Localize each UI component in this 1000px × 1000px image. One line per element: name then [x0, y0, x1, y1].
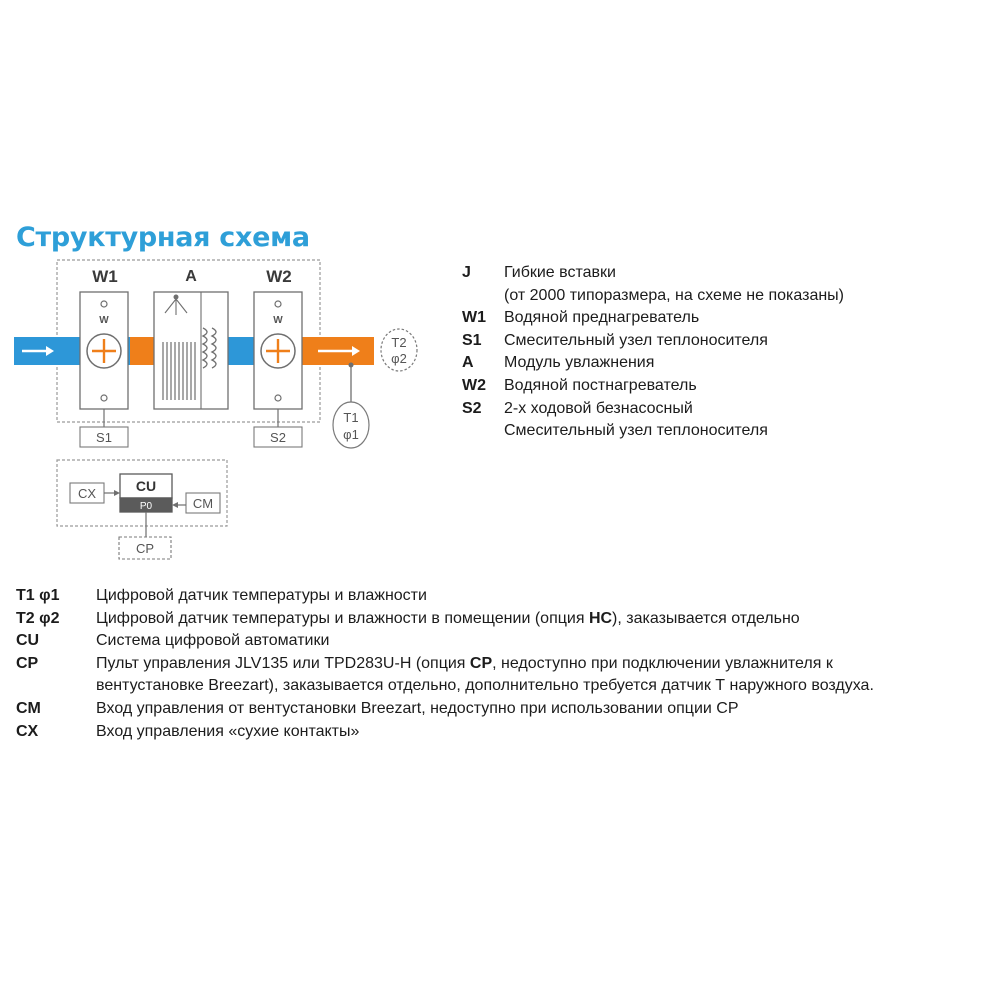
t1-label: T1: [343, 410, 358, 425]
droplet-separator-icon: [201, 327, 217, 369]
legend-code: A: [462, 354, 474, 372]
legend-code: T1 φ1: [16, 587, 60, 604]
legend-row-t1: T1 φ1 Цифровой датчик температуры и влаж…: [16, 585, 986, 608]
legend-row-s2: S2 2-х ходовой безнасосный: [462, 398, 844, 421]
cx-arrow-icon: [114, 490, 120, 496]
legend-code: W1: [462, 309, 486, 327]
legend-row-w2: W2 Водяной постнагреватель: [462, 375, 844, 398]
legend-text-cp: Пульт управления JLV135 или TPD283U-H (о…: [96, 653, 986, 698]
legend-code: W2: [462, 376, 486, 394]
legend-row-s1: S1 Смесительный узел теплоносителя: [462, 330, 844, 353]
legend-code: S2: [462, 399, 482, 417]
t2-sensor-icon: [380, 328, 418, 372]
legend-option-code: HC: [588, 609, 613, 627]
legend-text: Гибкие вставки: [504, 264, 616, 281]
legend-text: Смесительный узел теплоносителя: [504, 422, 768, 440]
t1-sensor-node: [348, 362, 354, 368]
legend-row-cx: CX Вход управления «сухие контакты»: [16, 721, 986, 744]
legend-text: Цифровой датчик температуры и влажности: [96, 587, 427, 604]
legend-code: CP: [16, 654, 39, 672]
legend-row-w1: W1 Водяной преднагреватель: [462, 307, 844, 330]
w2-water-postheater: W: [253, 291, 303, 410]
legend-text: Водяной постнагреватель: [504, 376, 697, 394]
a-label: A: [185, 268, 197, 285]
legend-text-part: вентустановке Breezart), заказывается от…: [96, 677, 874, 695]
legend-components: J Гибкие вставки (от 2000 типоразмера, н…: [462, 262, 844, 443]
cm-box: [185, 492, 221, 514]
legend-text-part: Пульт управления JLV135 или TPD283U-H (о…: [96, 654, 470, 672]
warm-air-duct-a: [130, 337, 154, 365]
legend-code: [462, 285, 504, 308]
structural-diagram: W1 A W2 W S1: [14, 259, 418, 560]
w2-label: W2: [266, 267, 292, 286]
cp-label: CP: [136, 541, 154, 556]
legend-row-a: A Модуль увлажнения: [462, 352, 844, 375]
legend-text-part: , недоступно при подключении увлажнителя…: [492, 654, 833, 672]
legend-automation: T1 φ1 Цифровой датчик температуры и влаж…: [16, 585, 986, 743]
phi1-label: φ1: [343, 427, 359, 442]
legend-text: (от 2000 типоразмера, на схеме не показа…: [504, 286, 845, 304]
legend-text-t2: Цифровой датчик температуры и влажности …: [96, 608, 986, 631]
phi2-label: φ2: [391, 351, 407, 366]
inlet-arrow-icon: [22, 346, 54, 356]
legend-row-j-note: (от 2000 типоразмера, на схеме не показа…: [462, 285, 844, 308]
legend-code: CX: [16, 722, 39, 740]
legend-row-j: J Гибкие вставки: [462, 262, 844, 285]
legend-text: Модуль увлажнения: [504, 354, 655, 372]
s2-label: S2: [270, 430, 286, 445]
unit-housing-frame: [56, 259, 321, 423]
w1-w-symbol: W: [99, 315, 109, 326]
legend-row-cm: CM Вход управления от вентустановки Bree…: [16, 698, 986, 721]
legend-code: J: [462, 264, 471, 281]
control-cabinet-frame: [56, 459, 228, 527]
p0-label: P0: [140, 501, 153, 512]
legend-row-t2: T2 φ2 Цифровой датчик температуры и влаж…: [16, 608, 986, 631]
w1-water-preheater: W: [79, 291, 129, 410]
t1-sensor-icon: [332, 401, 370, 449]
legend-text: 2-х ходовой безнасосный: [504, 399, 693, 417]
s1-label: S1: [96, 430, 112, 445]
legend-row-cp: CP Пульт управления JLV135 или TPD283U-H…: [16, 653, 986, 698]
air-duct-a-w2: [228, 337, 254, 365]
legend-text-part: ), заказывается отдельно: [612, 609, 800, 627]
cp-box: [118, 536, 172, 560]
legend-code: CU: [16, 632, 40, 650]
outlet-arrow-icon: [318, 346, 360, 356]
legend-code: [462, 420, 504, 443]
legend-code: T2 φ2: [16, 609, 60, 627]
w1-label: W1: [92, 267, 118, 286]
diagram-title: Структурная схема: [16, 222, 310, 253]
legend-text: Водяной преднагреватель: [504, 309, 700, 327]
w2-w-symbol: W: [273, 315, 283, 326]
cm-label: CM: [193, 496, 213, 511]
legend-text: Смесительный узел теплоносителя: [504, 331, 768, 349]
legend-text-part: Цифровой датчик температуры и влажности …: [96, 609, 589, 627]
cx-label: CX: [78, 486, 96, 501]
s1-box: [79, 426, 129, 448]
legend-option-code: CP: [469, 654, 493, 672]
cu-label: CU: [136, 478, 156, 494]
a-humidifier-module: [153, 291, 229, 410]
legend-text: Вход управления от вентустановки Breezar…: [96, 699, 739, 717]
s2-box: [253, 426, 303, 448]
legend-row-cu: CU Система цифровой автоматики: [16, 630, 986, 653]
legend-row-s2-cont: Смесительный узел теплоносителя: [462, 420, 844, 443]
cm-arrow-icon: [172, 502, 178, 508]
legend-text: Вход управления «сухие контакты»: [96, 722, 360, 740]
legend-text: Система цифровой автоматики: [96, 632, 330, 650]
legend-code: S1: [462, 331, 482, 349]
t2-label: T2: [391, 335, 406, 350]
legend-code: CM: [16, 699, 41, 717]
